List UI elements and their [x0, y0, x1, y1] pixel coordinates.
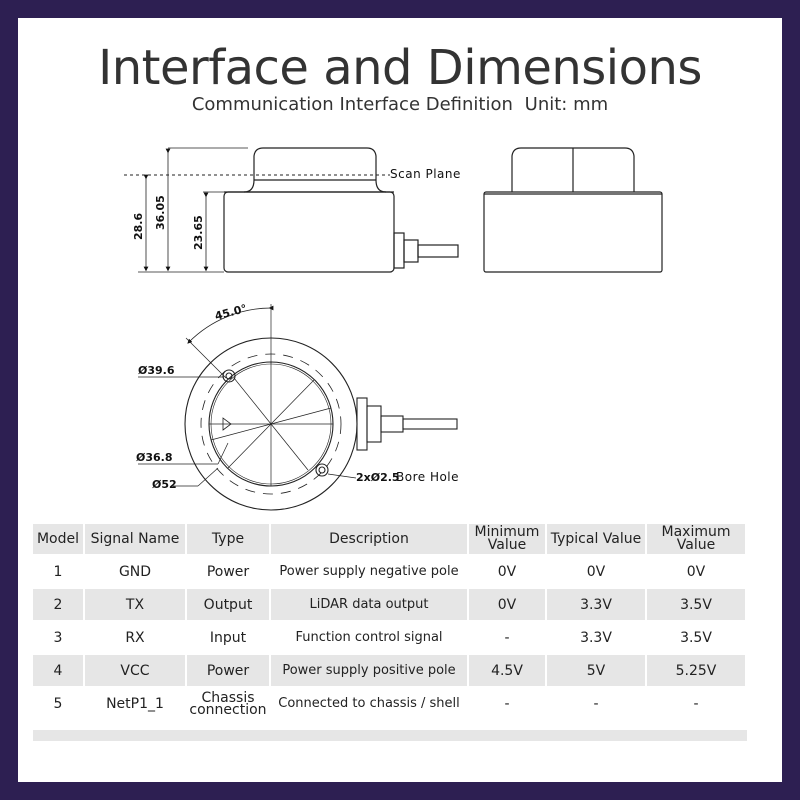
spec-card: Interface and Dimensions Communication I…	[18, 18, 782, 782]
dim-bore: 2xØ2.5	[356, 471, 400, 484]
cell-min: 0V	[469, 589, 547, 620]
cell-max: -	[647, 688, 747, 719]
unit-text: Unit: mm	[524, 94, 609, 115]
side-view	[124, 147, 459, 273]
cell-signal: NetP1_1	[85, 688, 187, 719]
header-type: Type	[187, 524, 271, 554]
cell-min: -	[469, 622, 547, 653]
cell-description: LiDAR data output	[271, 589, 469, 620]
cell-model: 2	[33, 589, 85, 620]
front-view	[483, 147, 663, 273]
cell-type: Chassis connection	[187, 688, 271, 719]
cell-min: 0V	[469, 556, 547, 587]
cell-description: Power supply negative pole	[271, 556, 469, 587]
cell-typ: 3.3V	[547, 622, 647, 653]
table-row: 1 GND Power Power supply negative pole 0…	[33, 556, 747, 587]
cell-type: Output	[187, 589, 271, 620]
header-typical: Typical Value	[547, 524, 647, 554]
cell-type: Power	[187, 655, 271, 686]
table-row: 3 RX Input Function control signal - 3.3…	[33, 622, 747, 653]
cell-model: 3	[33, 622, 85, 653]
table-row: 5 NetP1_1 Chassis connection Connected t…	[33, 688, 747, 719]
cell-typ: 0V	[547, 556, 647, 587]
header-signal: Signal Name	[85, 524, 187, 554]
cell-model: 1	[33, 556, 85, 587]
interface-table: Model Signal Name Type Description Minim…	[33, 522, 747, 721]
dim-height-1: 28.6	[132, 213, 145, 240]
dim-diameter-2: Ø36.8	[136, 451, 173, 464]
cell-min: 4.5V	[469, 655, 547, 686]
cell-description: Power supply positive pole	[271, 655, 469, 686]
page-title: Interface and Dimensions	[98, 40, 702, 96]
dim-diameter-3: Ø52	[152, 478, 177, 491]
cell-typ: 3.3V	[547, 589, 647, 620]
dim-height-2: 36.05	[154, 195, 167, 230]
header-minimum: Minimum Value	[469, 524, 547, 554]
cell-signal: VCC	[85, 655, 187, 686]
cell-type: Input	[187, 622, 271, 653]
cell-description: Function control signal	[271, 622, 469, 653]
cell-max: 0V	[647, 556, 747, 587]
header-description: Description	[271, 524, 469, 554]
cell-typ: -	[547, 688, 647, 719]
table-row: 4 VCC Power Power supply positive pole 4…	[33, 655, 747, 686]
cell-type: Power	[187, 556, 271, 587]
table-row: 2 TX Output LiDAR data output 0V 3.3V 3.…	[33, 589, 747, 620]
dimension-drawing: 28.6 36.05 23.65 Scan Plane	[124, 147, 663, 511]
subtitle-text: Communication Interface Definition	[191, 94, 513, 115]
table-header-row: Model Signal Name Type Description Minim…	[33, 524, 747, 554]
cell-typ: 5V	[547, 655, 647, 686]
cell-signal: RX	[85, 622, 187, 653]
cell-signal: TX	[85, 589, 187, 620]
page-subtitle: Communication Interface Definition Unit:…	[18, 94, 782, 115]
scan-plane-label: Scan Plane	[390, 167, 461, 181]
cell-max: 3.5V	[647, 589, 747, 620]
cell-max: 3.5V	[647, 622, 747, 653]
header-maximum: Maximum Value	[647, 524, 747, 554]
dim-height-3: 23.65	[192, 215, 205, 250]
bore-hole-label: Bore Hole	[396, 470, 459, 484]
cell-signal: GND	[85, 556, 187, 587]
cell-min: -	[469, 688, 547, 719]
cell-max: 5.25V	[647, 655, 747, 686]
dim-angle: 45.0°	[213, 302, 248, 323]
dim-diameter-1: Ø39.6	[138, 364, 175, 377]
cell-model: 4	[33, 655, 85, 686]
table-footer-bar	[33, 730, 747, 741]
header-model: Model	[33, 524, 85, 554]
top-view	[138, 304, 458, 511]
cell-model: 5	[33, 688, 85, 719]
cell-description: Connected to chassis / shell	[271, 688, 469, 719]
